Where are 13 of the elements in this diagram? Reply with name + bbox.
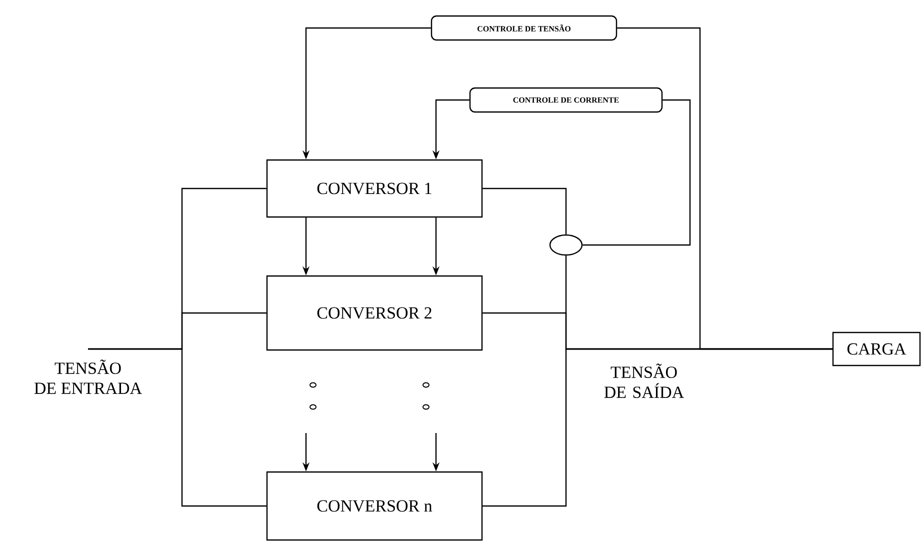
converter-box: CONVERSOR 2 xyxy=(266,275,483,351)
converter-box: CONVERSOR 1 xyxy=(266,159,483,218)
load-box: CARGA xyxy=(832,332,921,366)
control-box: CONTROLE DE TENSÃO xyxy=(430,15,618,41)
current-sensor xyxy=(549,234,583,256)
wire xyxy=(582,99,691,246)
control-box: CONTROLE DE CORRENTE xyxy=(469,87,663,113)
converter-box: CONVERSOR n xyxy=(266,471,483,541)
output-label: TENSÃO DE SAÍDA xyxy=(604,364,684,398)
wire xyxy=(482,188,567,234)
wire xyxy=(88,348,266,507)
input-label: TENSÃO DE ENTRADA xyxy=(34,360,142,394)
wire xyxy=(617,27,832,350)
